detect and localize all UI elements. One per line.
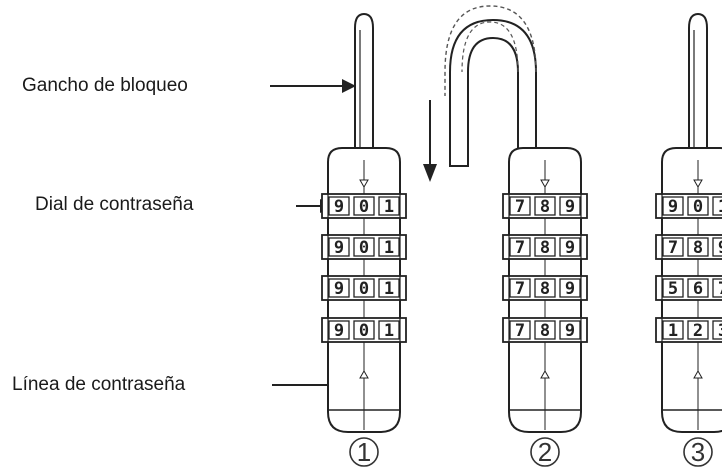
- dial-digit: 9: [668, 197, 678, 217]
- dial-digit: 9: [334, 197, 344, 217]
- dial-digit: 7: [515, 279, 525, 299]
- step-number-3: 3: [683, 437, 713, 467]
- step-number-1: 1: [349, 437, 379, 467]
- shackle: [688, 12, 708, 148]
- dial-digit: 9: [565, 279, 575, 299]
- dial-digit: 9: [718, 238, 722, 258]
- dial-digit: 0: [359, 279, 369, 299]
- dial-digit: 9: [565, 321, 575, 341]
- dial-digit: 8: [540, 238, 550, 258]
- svg-text:2: 2: [538, 437, 552, 467]
- dial-digit: 1: [718, 197, 722, 217]
- dial-digit: 6: [693, 279, 703, 299]
- padlock-3: 9017895671233: [655, 12, 722, 467]
- dial-digit: 1: [384, 279, 394, 299]
- dial-digit: 9: [334, 321, 344, 341]
- password-dial: 789: [655, 234, 722, 260]
- svg-text:3: 3: [691, 437, 705, 467]
- dial-digit: 1: [384, 238, 394, 258]
- dial-digit: 8: [540, 197, 550, 217]
- dial-digit: 2: [693, 321, 703, 341]
- shackle: [449, 18, 537, 167]
- password-dial: 567: [655, 275, 722, 301]
- dial-digit: 9: [565, 197, 575, 217]
- label-shackle: Gancho de bloqueo: [22, 75, 188, 96]
- dial-digit: 8: [693, 238, 703, 258]
- dial-digit: 7: [515, 321, 525, 341]
- dial-digit: 1: [384, 197, 394, 217]
- password-dial: 901: [655, 193, 722, 219]
- dial-digit: 0: [693, 197, 703, 217]
- dial-digit: 9: [334, 279, 344, 299]
- dial-digit: 9: [334, 238, 344, 258]
- dial-digit: 8: [540, 321, 550, 341]
- dial-digit: 7: [515, 238, 525, 258]
- dial-digit: 7: [515, 197, 525, 217]
- step-number-2: 2: [530, 437, 560, 467]
- label-password-dial: Dial de contraseña: [35, 194, 194, 215]
- dial-digit: 7: [718, 279, 722, 299]
- arrow-down-icon: [423, 100, 437, 182]
- dial-digit: 9: [565, 238, 575, 258]
- shackle-ghost: [444, 5, 537, 96]
- label-password-line: Línea de contraseña: [12, 374, 186, 395]
- dial-digit: 0: [359, 321, 369, 341]
- dial-digit: 5: [668, 279, 678, 299]
- password-dial: 123: [655, 317, 722, 343]
- dial-digit: 0: [359, 197, 369, 217]
- dial-digit: 1: [668, 321, 678, 341]
- svg-text:1: 1: [357, 437, 371, 467]
- arrow-right-icon: [270, 79, 356, 93]
- dial-digit: 7: [668, 238, 678, 258]
- dial-digit: 3: [718, 321, 722, 341]
- dial-digit: 1: [384, 321, 394, 341]
- shackle: [354, 12, 374, 148]
- dial-digit: 8: [540, 279, 550, 299]
- dial-digit: 0: [359, 238, 369, 258]
